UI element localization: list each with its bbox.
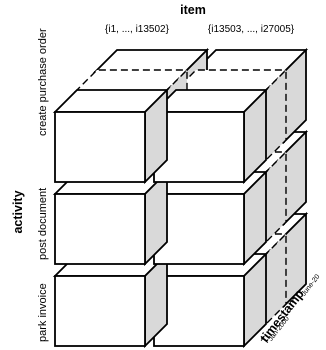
- activity-row-label-2: post document: [37, 188, 49, 260]
- cube-block-first-row1-col1: [52, 87, 170, 185]
- cube-block-first-row2-col2: [151, 169, 269, 267]
- cube-grid: [52, 47, 309, 349]
- item-column-label-2: {i13503, ..., i27005}: [208, 24, 295, 35]
- activity-row-label-3: park invoice: [37, 283, 49, 342]
- cube-front-face: [153, 111, 245, 183]
- cube-front-face: [153, 193, 245, 265]
- cube-block-first-row3-col1: [52, 251, 170, 349]
- cube-front-face: [54, 111, 146, 183]
- item-axis-title: item: [180, 3, 206, 17]
- cube-block-first-row1-col2: [151, 87, 269, 185]
- cube-front-face: [54, 193, 146, 265]
- timestamp-last-symbol: T: [293, 290, 305, 302]
- activity-row-label-1: create purchase order: [37, 28, 49, 136]
- activity-axis-title: activity: [11, 190, 25, 233]
- timestamp-first-symbol: T: [260, 335, 272, 347]
- cube-block-first-row2-col1: [52, 169, 170, 267]
- cube-block-first-row3-col2: [151, 251, 269, 349]
- cube-front-face: [54, 275, 146, 347]
- item-column-label-1: {i1, ..., i13502}: [105, 24, 170, 35]
- cube-front-face: [153, 275, 245, 347]
